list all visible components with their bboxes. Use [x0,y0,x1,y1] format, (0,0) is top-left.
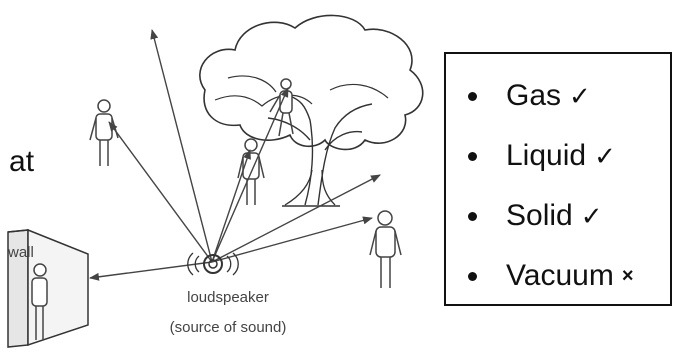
media-item-label: Gas [506,79,562,112]
source-of-sound-label: (source of sound) [170,319,287,336]
person-figure-at-wall [31,263,48,340]
cross-icon: × [621,264,634,287]
tree-illustration [199,14,424,207]
person-figure-right [369,210,402,288]
media-item-liquid: Liquid ✓ [468,126,634,186]
loudspeaker-icon [187,252,239,276]
check-icon: ✓ [594,140,616,171]
check-icon: ✓ [580,200,603,231]
media-item-vacuum: Vacuum × [468,246,634,306]
media-item-label: Vacuum [506,259,614,292]
cropped-text-line-2: d at [0,145,35,178]
ray-to-wall [89,261,213,281]
bullet-icon [468,211,477,221]
ray-to-tree-right [211,174,381,263]
sound-rays [89,29,381,281]
loudspeaker-label: loudspeaker [187,289,269,306]
person-figure-left [89,99,119,166]
ray-to-tree [211,87,289,263]
check-icon: ✓ [569,80,591,111]
ray-to-person-left [108,121,213,263]
media-item-label: Solid [506,199,573,232]
media-item-label: Liquid [506,139,587,172]
ray-to-person-middle [211,149,251,263]
media-item-gas: Gas ✓ [468,66,634,126]
bullet-icon [468,271,477,281]
media-list: Gas ✓ Liquid ✓ Solid ✓ Vacuum × [468,66,634,306]
bullet-icon [468,91,477,101]
media-list-box: Gas ✓ Liquid ✓ Solid ✓ Vacuum × [444,52,672,306]
ray-to-sky [150,29,213,263]
bullet-icon [468,151,477,161]
media-item-solid: Solid ✓ [468,186,634,246]
ray-to-person-right [211,216,373,263]
wall-label: wall [7,244,34,261]
